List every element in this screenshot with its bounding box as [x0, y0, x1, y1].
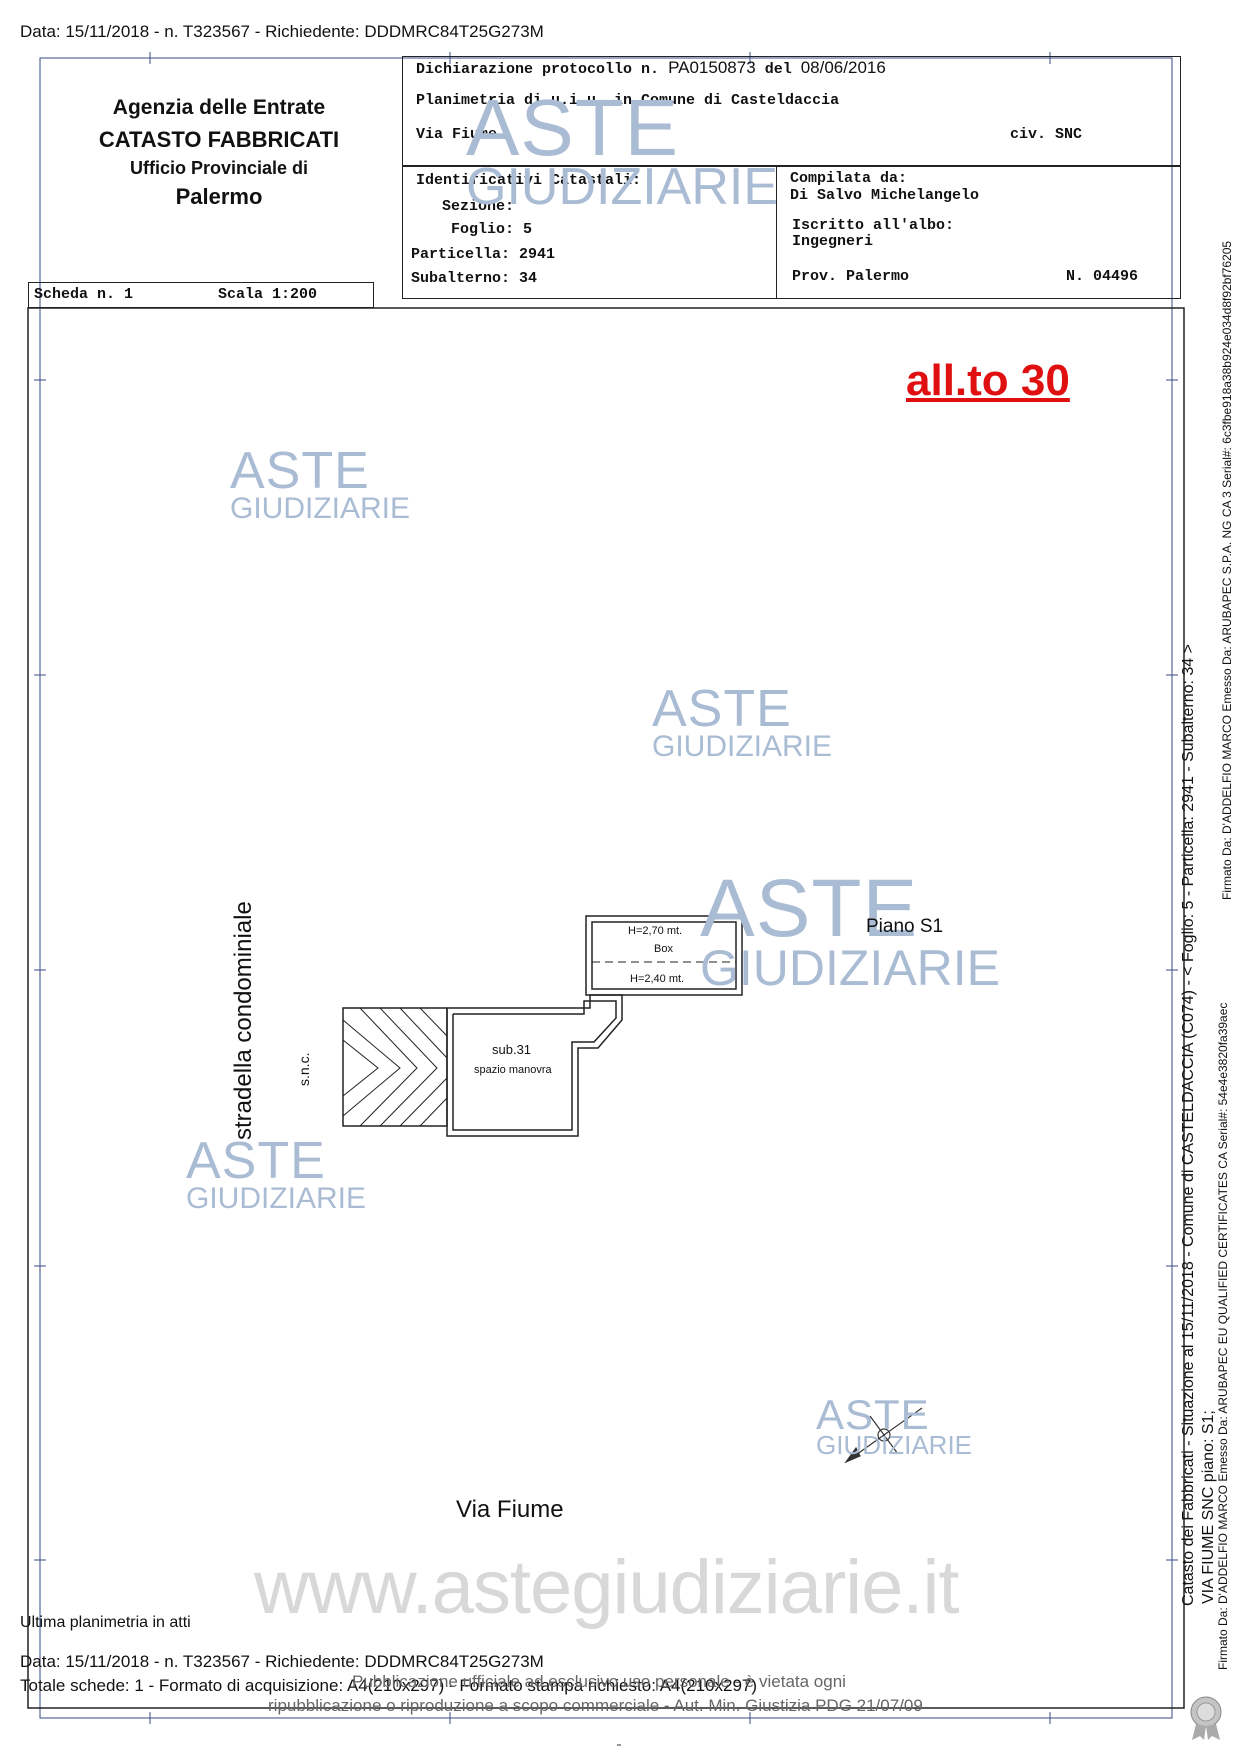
allegato-label: all.to 30: [906, 356, 1070, 405]
sub-label: sub.31: [492, 1042, 532, 1057]
floor-plan: [342, 915, 743, 1137]
planimetria-line: Planimetria di u.i.u. in Comune di Caste…: [416, 92, 840, 109]
side-signature-serial: Firmato Da: D'ADDELFIO MARCO Emesso Da: …: [1220, 240, 1234, 900]
scala-label: Scala 1:200: [218, 286, 318, 303]
street-line: Via Fiume: [416, 126, 498, 143]
albo-value: Ingegneri: [792, 233, 874, 250]
protocol-line: Dichiarazione protocollo n. PA0150873 de…: [416, 58, 886, 78]
road-label: stradella condominiale: [230, 901, 257, 1140]
snc-label: s.n.c.: [296, 1052, 312, 1086]
identifiers-title: Identificativi Catastali:: [416, 172, 642, 189]
province-name: Palermo: [175, 184, 263, 209]
seal-icon: [1186, 1694, 1226, 1742]
catasto-title: CATASTO FABBRICATI: [98, 127, 340, 152]
ultima-label: Ultima planimetria in atti: [20, 1614, 191, 1631]
compiler-name: Di Salvo Michelangelo: [790, 187, 980, 204]
subalterno-row: Subalterno: 34: [411, 270, 538, 287]
side-catasto-info: Catasto dei Fabbricati - Situazione al 1…: [1180, 644, 1197, 1606]
footer-totale: Totale schede: 1 - Formato di acquisizio…: [20, 1676, 758, 1695]
header-request-info: Data: 15/11/2018 - n. T323567 - Richiede…: [20, 22, 544, 41]
albo-label: Iscritto all'albo:: [792, 217, 955, 234]
box-label: Box: [654, 943, 673, 955]
compiler-label: Compilata da:: [790, 170, 908, 187]
compass-icon: [844, 1407, 923, 1464]
box-height-top: H=2,70 mt.: [628, 925, 683, 937]
prov-label: Prov. Palermo: [792, 268, 910, 285]
sezione-row: Sezione:: [442, 198, 515, 215]
street-bottom-label: Via Fiume: [456, 1496, 564, 1523]
watermark-url: www.astegiudiziarie.it: [254, 1545, 960, 1630]
spazio-label: spazio manovra: [474, 1064, 552, 1076]
floor-label: Piano S1: [866, 916, 944, 937]
footer-pubblicazione: Pubblicazione ufficiale ad esclusivo uso…: [352, 1672, 846, 1691]
particella-row: Particella: 2941: [411, 246, 556, 263]
footer-ripubblicazione: ripubblicazione o riproduzione a scopo c…: [268, 1696, 923, 1715]
declaration-box: [402, 56, 1181, 166]
side-signature-info: Firmato Da: D'ADDELFIO MARCO Emesso Da: …: [1216, 1002, 1230, 1670]
foglio-row: Foglio: 5: [451, 221, 533, 238]
albo-number: N. 04496: [1066, 268, 1139, 285]
agency-name: Agenzia delle Entrate: [112, 96, 326, 119]
civ-label: civ. SNC: [1010, 126, 1083, 143]
ufficio-label: Ufficio Provinciale di: [129, 158, 309, 178]
agency-block: Agenzia delle Entrate CATASTO FABBRICATI…: [44, 96, 394, 210]
compiler-box: [776, 166, 1181, 299]
box-height-bottom: H=2,40 mt.: [630, 973, 685, 985]
scheda-box: [28, 282, 374, 308]
scheda-label: Scheda n. 1: [34, 286, 134, 303]
footer-request-info: Data: 15/11/2018 - n. T323567 - Richiede…: [20, 1652, 544, 1671]
